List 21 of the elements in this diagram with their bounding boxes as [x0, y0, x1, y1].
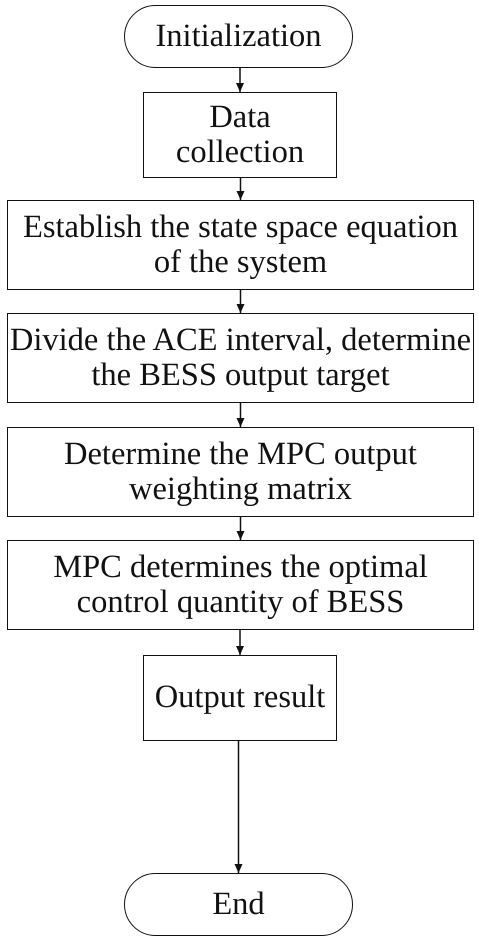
arrow — [236, 178, 244, 200]
arrow — [236, 517, 244, 540]
node-label: Divide the ACE interval, determine the BESS output target — [9, 322, 472, 394]
node-label: MPC determines the optimal control quantity of BESS — [52, 550, 429, 620]
node-label: Data collection — [174, 100, 306, 170]
arrow — [236, 403, 244, 427]
arrow — [236, 290, 244, 313]
process-box — [7, 427, 474, 517]
node-label: Establish the state space equation of the system — [22, 210, 459, 280]
process-box — [143, 92, 337, 178]
process-box — [143, 655, 337, 741]
node-label: Initialization — [155, 18, 322, 54]
arrow — [236, 68, 244, 92]
arrow — [234, 741, 242, 873]
process-box — [7, 200, 474, 290]
node-label: End — [212, 886, 265, 922]
process-box — [7, 313, 474, 403]
arrow — [236, 630, 244, 655]
process-box — [7, 540, 474, 630]
node-label: Output result — [154, 680, 326, 716]
node-label: Determine the MPC output weighting matrix — [63, 436, 418, 508]
